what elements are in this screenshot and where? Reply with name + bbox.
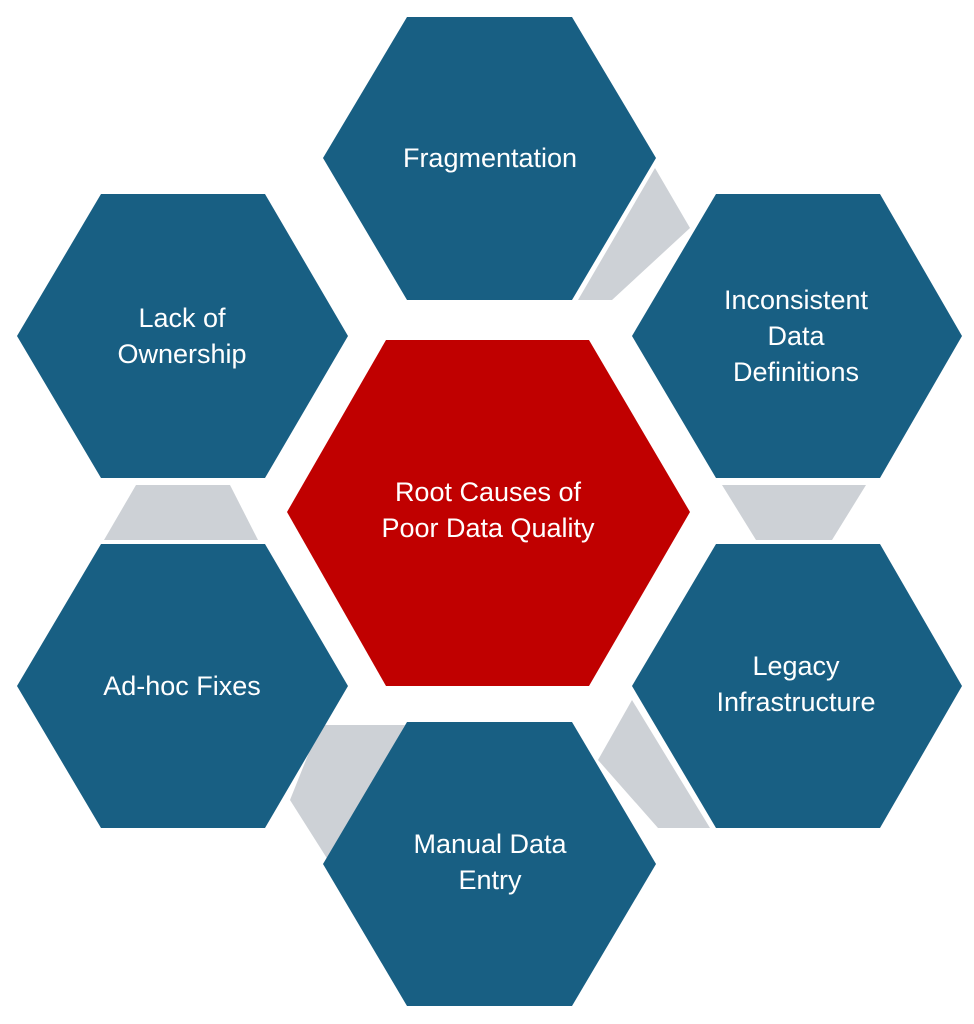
hexagon-legacy-infrastructure — [632, 544, 962, 828]
connector-inconsistent-legacy — [722, 485, 866, 540]
hexagon-inconsistent-definitions — [632, 194, 962, 478]
connector-manual-adhoc — [290, 725, 405, 860]
connector-adhoc-ownership — [104, 485, 258, 540]
hexagon-lack-of-ownership — [17, 194, 348, 478]
hexagon-root-causes — [287, 340, 690, 686]
hexagon-manual-data-entry — [323, 722, 656, 1006]
hexagon-ad-hoc-fixes — [17, 544, 348, 828]
hexagon-fragmentation — [323, 17, 656, 300]
connector-legacy-manual — [598, 700, 710, 828]
connector-fragmentation-inconsistent — [578, 168, 690, 300]
